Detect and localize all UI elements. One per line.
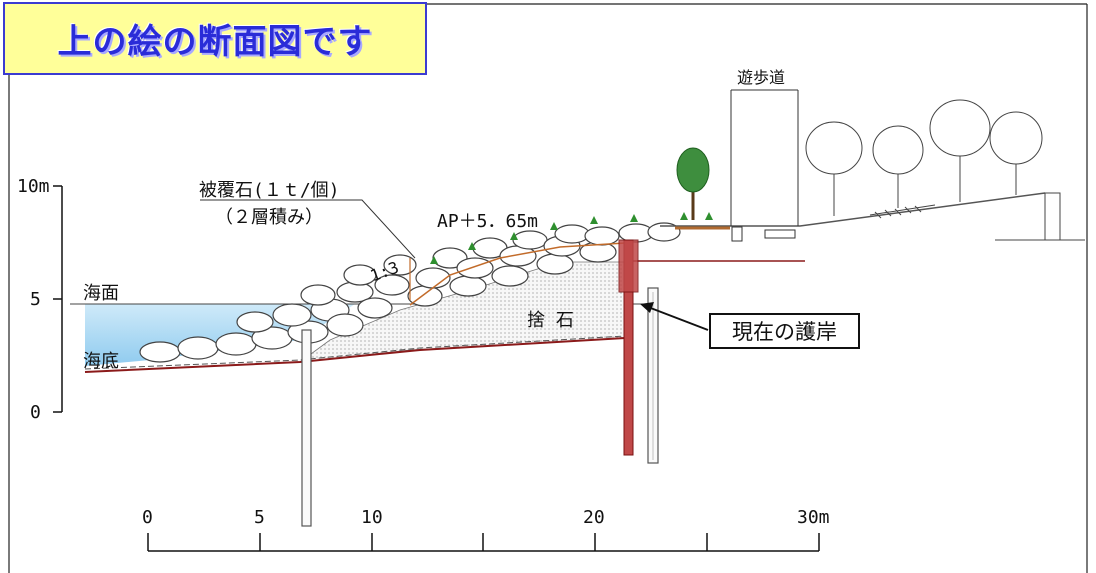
vertical-scale — [53, 185, 63, 413]
armor-stones — [139, 222, 681, 363]
vscale-tick-0: 0 — [30, 402, 41, 423]
vscale-tick-10m: 10m — [17, 176, 50, 197]
curb — [731, 226, 743, 242]
right-structure — [869, 192, 1085, 241]
promenade-label: 遊歩道 — [737, 68, 786, 87]
ap-level-label: AP＋5．65m — [437, 211, 539, 232]
grass — [430, 212, 713, 264]
pointer-arrow — [647, 306, 709, 331]
title-banner: 上の絵の断面図です — [3, 2, 427, 75]
hscale-tick-20: 20 — [583, 507, 605, 528]
promenade-outline — [730, 89, 799, 226]
trees-large — [805, 99, 1043, 216]
armor-leader — [200, 199, 416, 259]
hscale-tick-0: 0 — [142, 507, 153, 528]
frame — [8, 3, 1088, 573]
top-surface — [660, 192, 1046, 227]
armor-layer-outline — [409, 242, 626, 306]
armor-stone-label: 被覆石(１ｔ/個) — [199, 180, 340, 201]
vscale-tick-5: 5 — [30, 289, 41, 310]
rubble-label: 捨 石 — [527, 310, 574, 331]
sea-surface-label: 海面 — [83, 283, 119, 304]
horizontal-scale — [147, 533, 820, 552]
sea-bottom-line — [84, 337, 626, 373]
tree-small — [676, 147, 710, 220]
hscale-tick-30m: 30m — [797, 507, 830, 528]
page-title: 上の絵の断面図です — [57, 22, 373, 62]
sea-bottom-label: 海底 — [83, 351, 119, 372]
hscale-tick-5: 5 — [254, 507, 265, 528]
hscale-tick-10: 10 — [361, 507, 383, 528]
foundation-pile — [301, 329, 312, 527]
current-seawall-label: 現在の護岸 — [732, 320, 837, 344]
armor-stone-sublabel: （２層積み） — [215, 207, 323, 228]
current-seawall-callout: 現在の護岸 — [709, 313, 860, 349]
